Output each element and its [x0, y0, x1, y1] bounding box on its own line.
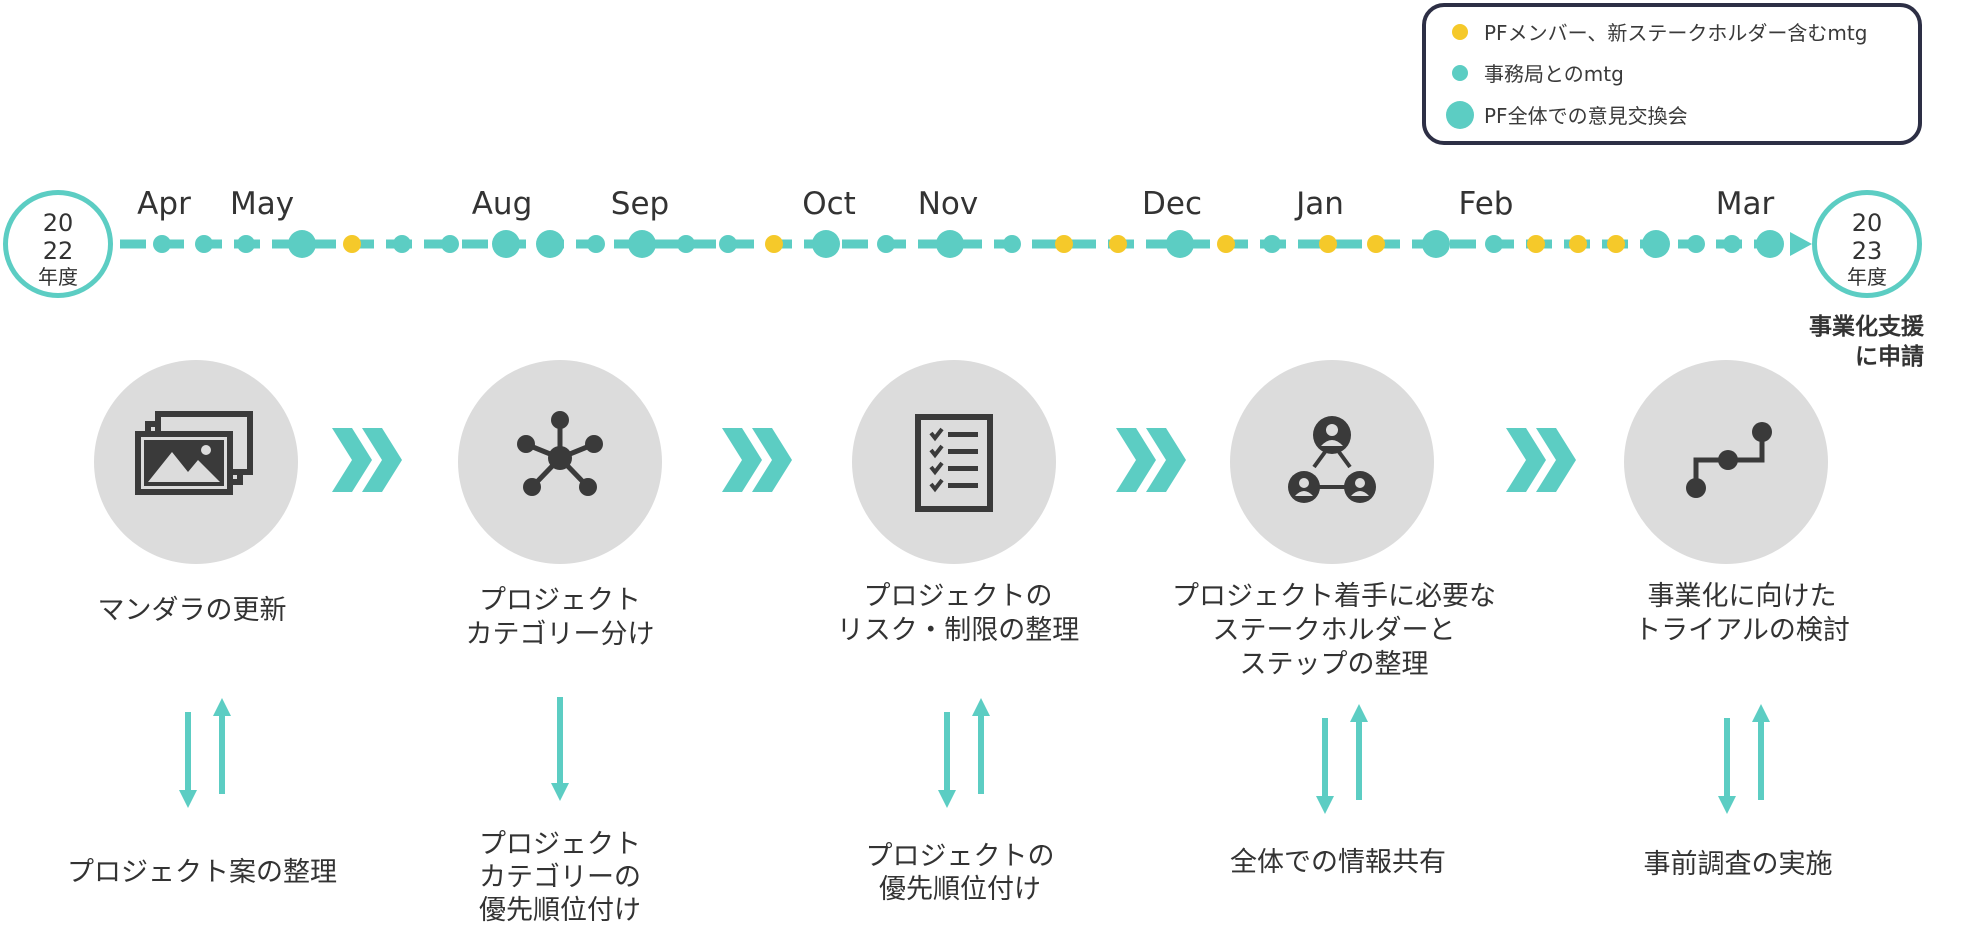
month-label: Nov	[917, 186, 979, 222]
bidirectional-arrow-icon	[1718, 704, 1770, 814]
images-icon	[135, 411, 253, 495]
down-arrow-icon	[551, 697, 569, 801]
secretariat-mtg-dot	[719, 235, 737, 253]
step-1-circle	[94, 360, 298, 564]
secretariat-mtg-dot	[877, 235, 895, 253]
step-2-sub-label: プロジェクト カテゴリーの 優先順位付け	[479, 829, 641, 926]
step-4-sub-label: 全体での情報共有	[1230, 847, 1446, 878]
teal-large-dot-icon	[1446, 100, 1474, 129]
yellow-dot-icon	[1452, 23, 1468, 40]
stakeholder-mtg-dot	[1569, 235, 1587, 253]
step-4-circle	[1230, 360, 1434, 564]
opinion-exchange-dot	[1756, 230, 1784, 258]
network-icon	[517, 411, 603, 496]
stakeholder-mtg-dot	[1367, 235, 1385, 253]
step-1-label: マンダラの更新	[97, 595, 287, 626]
opinion-exchange-dot	[936, 230, 964, 258]
step-5-sub-label: 事前調査の実施	[1643, 849, 1833, 880]
month-label: May	[229, 186, 295, 222]
secretariat-mtg-dot	[441, 235, 459, 253]
stakeholder-mtg-dot	[1217, 235, 1235, 253]
month-label: Sep	[610, 186, 670, 222]
secretariat-mtg-dot	[237, 235, 255, 253]
start-year-badge: 20 22 年度	[3, 190, 113, 298]
bidirectional-arrow-icon	[938, 698, 990, 808]
secretariat-mtg-dot	[1485, 235, 1503, 253]
stakeholder-mtg-dot	[1109, 235, 1127, 253]
step-4-label: プロジェクト着手に必要な ステークホルダーと ステップの整理	[1172, 581, 1496, 680]
step-3-circle	[852, 360, 1056, 564]
opinion-exchange-dot	[628, 230, 656, 258]
stakeholder-mtg-dot	[1527, 235, 1545, 253]
legend-label: PFメンバー、新ステークホルダー含むmtg	[1484, 21, 1868, 45]
secretariat-mtg-dot	[1003, 235, 1021, 253]
month-label: Apr	[137, 186, 191, 222]
opinion-exchange-dot	[536, 230, 564, 258]
stakeholder-mtg-dot	[1607, 235, 1625, 253]
opinion-exchange-dot	[288, 230, 316, 258]
year-line: 20	[1851, 209, 1883, 237]
step-2-circle	[458, 360, 662, 564]
teal-small-dot-icon	[1452, 64, 1468, 81]
timeline-track	[120, 230, 1812, 258]
opinion-exchange-dot	[1422, 230, 1450, 258]
chevron-right-icon	[332, 428, 402, 492]
step-3-sub-label: プロジェクトの 優先順位付け	[865, 841, 1055, 905]
year-line: 22	[42, 237, 74, 265]
bidirectional-arrow-icon	[179, 698, 231, 808]
secretariat-mtg-dot	[195, 235, 213, 253]
stakeholder-mtg-dot	[1055, 235, 1073, 253]
year-line: 年度	[1847, 265, 1887, 289]
chevron-right-icon	[722, 428, 792, 492]
opinion-exchange-dot	[1166, 230, 1194, 258]
end-note-line: に申請	[1855, 344, 1924, 370]
end-note-line: 事業化支援	[1809, 314, 1924, 340]
chevron-right-icon	[1506, 428, 1576, 492]
secretariat-mtg-dot	[677, 235, 695, 253]
month-label: Oct	[802, 186, 856, 222]
legend-item-stakeholder-mtg: PFメンバー、新ステークホルダー含むmtg	[1448, 17, 1867, 46]
step-5-label: 事業化に向けた トライアルの検討	[1634, 581, 1850, 646]
secretariat-mtg-dot	[1263, 235, 1281, 253]
secretariat-mtg-dot	[153, 235, 171, 253]
year-line: 20	[42, 209, 74, 237]
year-line: 23	[1851, 237, 1883, 265]
stakeholder-mtg-dot	[343, 235, 361, 253]
year-line: 年度	[38, 265, 78, 289]
step-1-sub-label: プロジェクト案の整理	[67, 857, 337, 888]
stakeholders-icon	[1288, 416, 1376, 503]
opinion-exchange-dot	[492, 230, 520, 258]
bidirectional-arrow-icon	[1316, 704, 1368, 814]
opinion-exchange-dot	[812, 230, 840, 258]
opinion-exchange-dot	[1642, 230, 1670, 258]
legend: PFメンバー、新ステークホルダー含むmtg 事務局とのmtg PF全体での意見交…	[1422, 3, 1922, 145]
timeline-dots	[153, 230, 1784, 258]
stakeholder-mtg-dot	[1319, 235, 1337, 253]
checklist-icon	[915, 414, 993, 512]
secretariat-mtg-dot	[1687, 235, 1705, 253]
secretariat-mtg-dot	[393, 235, 411, 253]
timeline-arrow-head	[1790, 232, 1812, 256]
legend-item-opinion-exchange: PF全体での意見交換会	[1446, 100, 1688, 129]
step-2-label: プロジェクト カテゴリー分け	[465, 585, 655, 650]
month-label: Jan	[1296, 186, 1344, 222]
legend-label: 事務局とのmtg	[1484, 62, 1624, 86]
stakeholder-mtg-dot	[765, 235, 783, 253]
month-label: Feb	[1458, 186, 1514, 222]
end-year-badge: 20 23 年度	[1812, 190, 1922, 298]
end-note: 事業化支援 に申請	[1809, 312, 1924, 372]
legend-label: PF全体での意見交換会	[1484, 104, 1688, 128]
legend-item-secretariat-mtg: 事務局とのmtg	[1448, 58, 1624, 87]
step-5-circle	[1624, 360, 1828, 564]
month-label: Aug	[471, 186, 533, 222]
month-label: Mar	[1715, 186, 1775, 222]
step-3-label: プロジェクトの リスク・制限の整理	[836, 581, 1080, 646]
roadmap-icon	[1686, 422, 1772, 498]
secretariat-mtg-dot	[587, 235, 605, 253]
secretariat-mtg-dot	[1723, 235, 1741, 253]
month-label: Dec	[1142, 186, 1202, 222]
chevron-right-icon	[1116, 428, 1186, 492]
